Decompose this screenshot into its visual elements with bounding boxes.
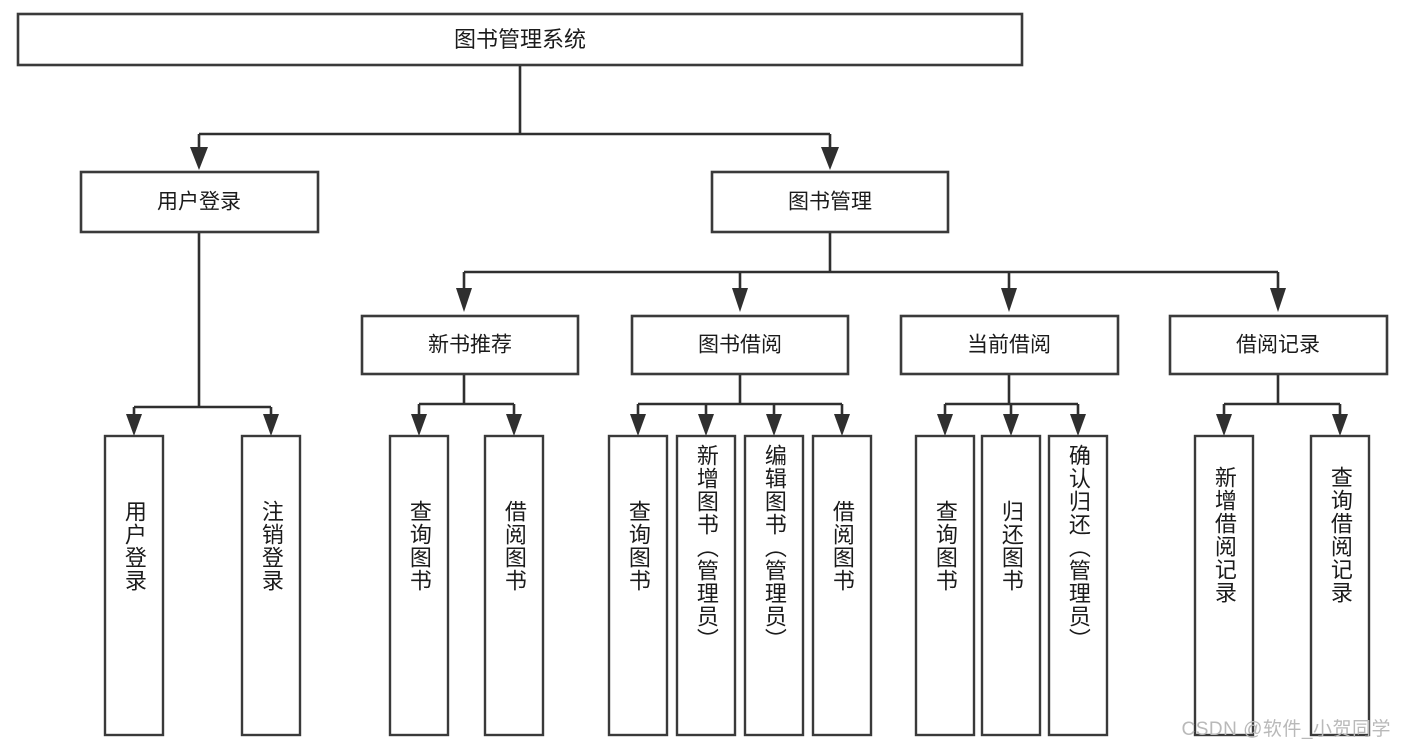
connector-group-book-manage	[456, 232, 1286, 312]
arrow-head-leaf-rec-search	[1332, 414, 1348, 436]
node-user-login-label: 用户登录	[157, 191, 241, 214]
arrow-head-book-manage	[821, 147, 839, 170]
node-book-manage[interactable]: 图书管理	[710, 170, 950, 234]
node-leaf-rec-query-box[interactable]	[388, 434, 450, 737]
node-book-borrow-box[interactable]	[630, 314, 850, 376]
node-root-label: 图书管理系统	[454, 27, 586, 52]
node-new-book-rec-label: 新书推荐	[428, 334, 512, 357]
node-leaf-rec-search-box[interactable]	[1309, 434, 1371, 737]
connector-group-root	[190, 65, 839, 170]
arrow-head-leaf-user-login	[126, 414, 142, 436]
node-leaf-rec-add-box[interactable]	[1193, 434, 1255, 737]
node-book-manage-box[interactable]	[710, 170, 950, 234]
node-current-borrow[interactable]: 当前借阅	[899, 314, 1120, 376]
arrow-head-leaf-rec-query	[411, 414, 427, 436]
node-leaf-borrow-add-box[interactable]	[675, 434, 737, 737]
node-current-borrow-box[interactable]	[899, 314, 1120, 376]
node-leaf-cur-return-box[interactable]	[980, 434, 1042, 737]
arrow-head-leaf-user-logout	[263, 414, 279, 436]
arrow-head-leaf-rec-borrow	[506, 414, 522, 436]
node-user-login-box[interactable]	[79, 170, 320, 234]
connector-group-new-book-rec	[411, 374, 522, 436]
node-borrow-record-box[interactable]	[1168, 314, 1389, 376]
node-root-box[interactable]	[16, 12, 1024, 67]
node-new-book-rec[interactable]: 新书推荐	[360, 314, 580, 376]
node-leaf-cur-confirm-box[interactable]	[1047, 434, 1109, 737]
node-leaf-borrow-do-box[interactable]	[811, 434, 873, 737]
node-borrow-record[interactable]: 借阅记录	[1168, 314, 1389, 376]
node-leaf-rec-borrow-box[interactable]	[483, 434, 545, 737]
node-book-borrow[interactable]: 图书借阅	[630, 314, 850, 376]
connector-group-borrow-record	[1216, 374, 1348, 436]
node-root[interactable]: 图书管理系统	[16, 12, 1024, 67]
arrow-head-user-login	[190, 147, 208, 170]
node-book-borrow-label: 图书借阅	[698, 334, 782, 357]
arrow-head-leaf-borrow-add	[698, 414, 714, 436]
connector-group-book-borrow	[630, 374, 850, 436]
node-leaf-cur-query-box[interactable]	[914, 434, 976, 737]
node-user-login[interactable]: 用户登录	[79, 170, 320, 234]
node-borrow-record-label: 借阅记录	[1236, 334, 1320, 357]
arrow-head-leaf-cur-query	[937, 414, 953, 436]
arrow-head-current-borrow	[1001, 288, 1017, 312]
connector-group-user-login	[126, 232, 279, 436]
arrow-head-leaf-borrow-query	[630, 414, 646, 436]
arrow-head-leaf-borrow-edit	[766, 414, 782, 436]
arrow-head-leaf-rec-add	[1216, 414, 1232, 436]
arrow-head-book-borrow	[732, 288, 748, 312]
node-current-borrow-label: 当前借阅	[967, 334, 1051, 357]
node-book-manage-label: 图书管理	[788, 191, 872, 214]
node-leaf-borrow-query-box[interactable]	[607, 434, 669, 737]
arrow-head-leaf-borrow-do	[834, 414, 850, 436]
connector-group-current-borrow	[937, 374, 1086, 436]
leaf-boxes	[103, 434, 1371, 737]
arrow-head-leaf-cur-confirm	[1070, 414, 1086, 436]
node-leaf-borrow-edit-box[interactable]	[743, 434, 805, 737]
arrow-head-leaf-cur-return	[1003, 414, 1019, 436]
arrow-head-new-book-rec	[456, 288, 472, 312]
node-new-book-rec-box[interactable]	[360, 314, 580, 376]
arrow-head-borrow-record	[1270, 288, 1286, 312]
node-leaf-user-login-box[interactable]	[103, 434, 165, 737]
node-leaf-user-logout-box[interactable]	[240, 434, 302, 737]
watermark-csdn: CSDN @软件_小贺同学	[1181, 719, 1391, 740]
